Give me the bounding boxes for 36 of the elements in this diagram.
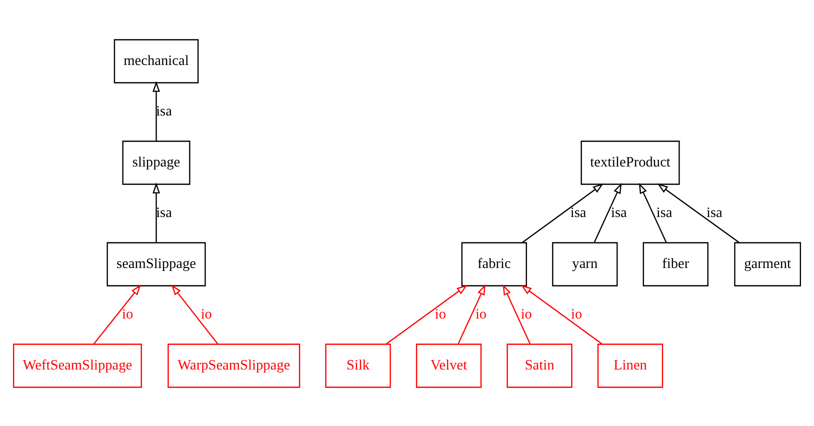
arrow: [522, 182, 604, 242]
arrow: [152, 80, 160, 141]
node-box: Velvet: [416, 343, 482, 388]
node-box: WeftSeamSlippage: [12, 343, 142, 388]
edge-label: isa: [570, 204, 586, 221]
edge-label: io: [570, 306, 582, 322]
node-box: Silk: [325, 343, 391, 388]
node-box: Linen: [597, 343, 664, 388]
arrow: [171, 284, 218, 344]
node-box: fabric: [461, 242, 527, 286]
arrow: [386, 284, 468, 344]
edge-label: io: [200, 306, 212, 322]
node-box: textileProduct: [580, 140, 680, 184]
node-box: Satin: [506, 343, 572, 388]
arrow: [502, 284, 531, 344]
node-box: yarn: [552, 242, 618, 286]
node-box: WarpSeamSlippage: [168, 343, 300, 388]
edge-label: io: [122, 306, 134, 322]
arrow: [152, 182, 160, 242]
node-box: fiber: [642, 242, 708, 286]
edge-label: isa: [610, 204, 627, 221]
edge-label: isa: [656, 204, 672, 221]
node-box: mechanical: [114, 38, 199, 83]
arrow: [520, 284, 602, 344]
node-box: seamSlippage: [106, 242, 206, 286]
arrow: [657, 182, 740, 242]
edge-label: io: [475, 306, 487, 322]
edge-label: isa: [706, 204, 722, 221]
edge-label: io: [520, 306, 532, 322]
node-box: slippage: [122, 140, 190, 184]
arrow: [638, 182, 667, 242]
arrow: [458, 284, 486, 344]
node-box: garment: [734, 242, 802, 286]
edge-label: io: [434, 306, 446, 322]
arrow: [93, 284, 142, 344]
arrow: [594, 182, 622, 242]
